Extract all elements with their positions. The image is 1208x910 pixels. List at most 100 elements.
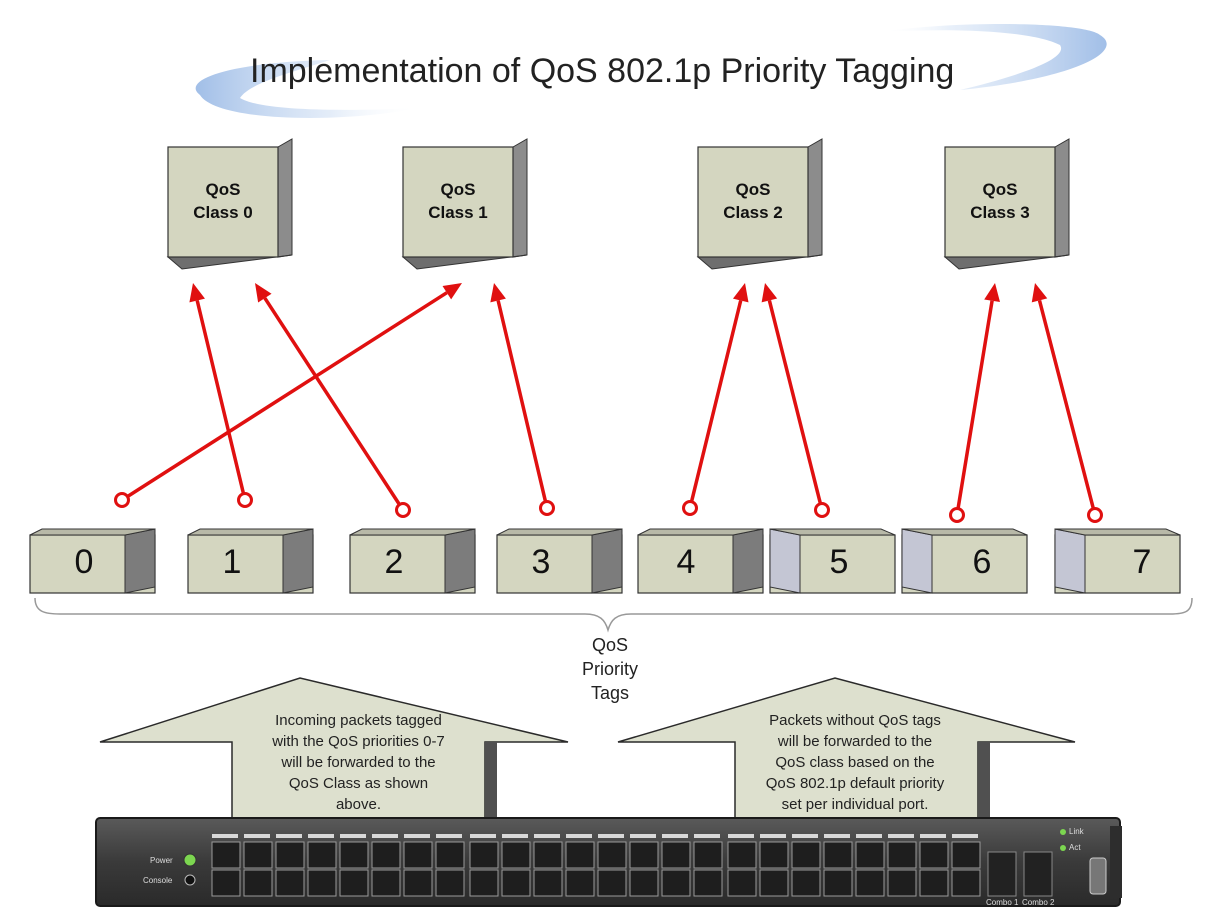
ethernet-port xyxy=(275,869,305,897)
right-note-line1: Packets without QoS tags xyxy=(769,712,941,729)
priority-tag-4-label: 4 xyxy=(676,543,696,581)
power-label: Power xyxy=(150,856,173,865)
port-led xyxy=(404,834,430,838)
mapping-arrow-5 xyxy=(761,283,830,518)
qos-class-3-line1: QoS xyxy=(982,180,1018,199)
ethernet-port xyxy=(951,841,981,869)
diagram-title: Implementation of QoS 802.1p Priority Ta… xyxy=(250,52,955,90)
port-led xyxy=(340,834,366,838)
ethernet-port xyxy=(919,841,949,869)
combo2-label: Combo 2 xyxy=(1022,898,1055,907)
ethernet-port xyxy=(887,869,917,897)
ethernet-port xyxy=(727,841,757,869)
ethernet-port xyxy=(597,841,627,869)
mapping-arrow-1 xyxy=(189,283,253,508)
mapping-arrow-7 xyxy=(1031,283,1103,523)
qos-class-3-label: QoS Class 3 xyxy=(945,178,1055,224)
priority-tag-7-label: 7 xyxy=(1132,543,1152,581)
priority-tag-box-3 xyxy=(496,528,623,594)
port-led xyxy=(630,834,656,838)
port-led xyxy=(308,834,334,838)
qos-class-boxes xyxy=(166,138,1070,270)
left-note-line3: will be forwarded to the xyxy=(281,754,436,771)
ethernet-port xyxy=(371,869,401,897)
ethernet-port xyxy=(791,841,821,869)
ethernet-port xyxy=(371,841,401,869)
left-note-line5: above. xyxy=(335,796,382,813)
ethernet-port xyxy=(307,869,337,897)
port-led xyxy=(566,834,592,838)
tags-caption-line2: Priority xyxy=(581,659,638,679)
port-led xyxy=(760,834,786,838)
right-note-arrow-shade xyxy=(978,742,990,822)
qos-class-2-label: QoS Class 2 xyxy=(698,178,808,224)
port-led xyxy=(276,834,302,838)
ethernet-port xyxy=(693,841,723,869)
ethernet-port xyxy=(469,841,499,869)
combo-port-1 xyxy=(987,851,1017,897)
ethernet-port xyxy=(339,841,369,869)
priority-tag-box-4 xyxy=(637,528,764,594)
left-note-line4: QoS Class as shown xyxy=(288,775,429,792)
port-led xyxy=(212,834,238,838)
ethernet-port xyxy=(887,841,917,869)
mapping-arrow-3 xyxy=(490,283,555,516)
qos-class-0-line1: QoS xyxy=(205,180,241,199)
port-led xyxy=(662,834,688,838)
priority-tag-box-7 xyxy=(1054,528,1181,594)
switch-port-bank xyxy=(211,834,981,897)
ethernet-port xyxy=(501,841,531,869)
port-led xyxy=(920,834,946,838)
port-led xyxy=(728,834,754,838)
qos-class-box-0 xyxy=(166,138,293,270)
priority-tag-box-0 xyxy=(29,528,156,594)
ethernet-port xyxy=(727,869,757,897)
qos-class-2-line1: QoS xyxy=(735,180,771,199)
ethernet-port xyxy=(435,841,465,869)
port-led xyxy=(694,834,720,838)
ethernet-port xyxy=(759,841,789,869)
priority-tag-boxes xyxy=(29,528,1181,594)
priority-tag-1-label: 1 xyxy=(222,543,242,581)
mapping-arrow-2 xyxy=(255,283,411,518)
ethernet-port xyxy=(855,841,885,869)
priority-tag-2-label: 2 xyxy=(384,543,404,581)
qos-class-0-label: QoS Class 0 xyxy=(168,178,278,224)
ethernet-port xyxy=(307,841,337,869)
ethernet-port xyxy=(501,869,531,897)
port-led xyxy=(792,834,818,838)
ethernet-port xyxy=(597,869,627,897)
priority-tag-box-6 xyxy=(901,528,1028,594)
port-led xyxy=(952,834,978,838)
ethernet-port xyxy=(403,841,433,869)
port-led xyxy=(470,834,496,838)
ethernet-port xyxy=(629,869,659,897)
priority-tag-box-2 xyxy=(349,528,476,594)
port-led xyxy=(856,834,882,838)
link-led-icon xyxy=(1060,829,1066,835)
tags-caption-line1: QoS xyxy=(591,635,629,655)
combo1-label: Combo 1 xyxy=(986,898,1019,907)
qos-class-3-line2: Class 3 xyxy=(970,203,1030,222)
qos-class-box-1 xyxy=(401,138,528,270)
ethernet-port xyxy=(629,841,659,869)
ethernet-port xyxy=(823,841,853,869)
ethernet-port xyxy=(951,869,981,897)
qos-class-0-line2: Class 0 xyxy=(193,203,253,222)
port-led xyxy=(372,834,398,838)
mapping-arrows xyxy=(114,283,1103,523)
left-note-arrow-shade xyxy=(485,742,497,822)
tags-brace xyxy=(34,597,1193,633)
console-serial-port xyxy=(1089,857,1107,895)
mapping-arrow-6 xyxy=(949,283,1000,523)
ethernet-port xyxy=(533,841,563,869)
right-note-line2: will be forwarded to the xyxy=(777,733,933,750)
ethernet-port xyxy=(403,869,433,897)
tags-caption-line3: Tags xyxy=(590,683,630,703)
priority-tag-3-label: 3 xyxy=(531,543,551,581)
ethernet-port xyxy=(855,869,885,897)
left-note-text: Incoming packets tagged with the QoS pri… xyxy=(236,710,481,815)
port-led xyxy=(824,834,850,838)
